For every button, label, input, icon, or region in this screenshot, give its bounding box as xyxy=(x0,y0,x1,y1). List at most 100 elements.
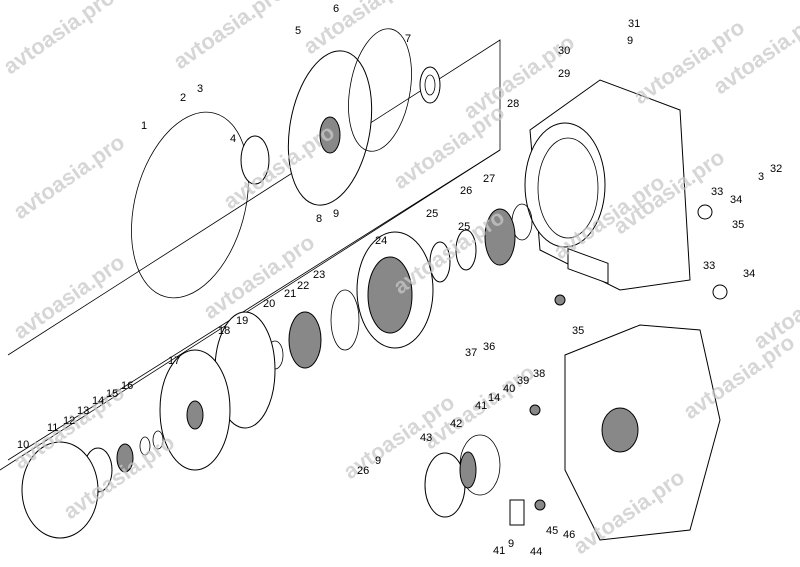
part-label-9: 9 xyxy=(375,455,381,467)
seal-7-inner xyxy=(424,74,436,96)
housing-bore xyxy=(524,122,606,248)
watermark-text: avtoasia.pro xyxy=(299,0,420,59)
ring-15 xyxy=(139,436,151,456)
ring-16 xyxy=(152,430,164,450)
lower-housing xyxy=(564,324,721,541)
part-label-1: 1 xyxy=(141,120,147,132)
shaft-43-spline xyxy=(459,451,477,489)
part-label-6: 6 xyxy=(333,3,339,15)
plate-4 xyxy=(240,135,270,185)
part-label-25: 25 xyxy=(426,208,438,220)
bearing-25a xyxy=(429,241,451,283)
part-label-30: 30 xyxy=(558,45,570,57)
part-label-16: 16 xyxy=(121,380,133,392)
bearing-25b xyxy=(455,229,477,271)
part-label-32: 32 xyxy=(770,163,782,175)
gear-26 xyxy=(484,208,516,266)
part-label-9: 9 xyxy=(508,538,514,550)
part-label-44: 44 xyxy=(530,546,542,558)
shaft-43 xyxy=(424,452,466,518)
part-label-8: 8 xyxy=(316,213,322,225)
part-label-5: 5 xyxy=(295,25,301,37)
part-label-31: 31 xyxy=(628,18,640,30)
part-label-39: 39 xyxy=(517,375,529,387)
part-label-4: 4 xyxy=(230,133,236,145)
part-label-9: 9 xyxy=(627,35,633,47)
part-label-24: 24 xyxy=(375,235,387,247)
part-label-9: 9 xyxy=(333,208,339,220)
part-label-19: 19 xyxy=(236,315,248,327)
axis-line xyxy=(0,149,501,471)
part-label-21: 21 xyxy=(284,288,296,300)
bearing-14 xyxy=(116,443,134,473)
part-label-25: 25 xyxy=(458,221,470,233)
part-label-34: 34 xyxy=(730,194,742,206)
part-label-26: 26 xyxy=(357,465,369,477)
lower-housing-bore xyxy=(601,407,639,453)
part-label-3: 3 xyxy=(197,83,203,95)
part-label-13: 13 xyxy=(77,405,89,417)
part-label-12: 12 xyxy=(63,415,75,427)
watermark-text: avtoasia.pro xyxy=(749,259,800,354)
part-label-20: 20 xyxy=(263,298,275,310)
spring-39 xyxy=(529,404,541,416)
bracket-44 xyxy=(509,499,525,526)
part-label-17: 17 xyxy=(168,355,180,367)
part-label-36: 36 xyxy=(483,341,495,353)
part-label-34: 34 xyxy=(743,268,755,280)
part-label-7: 7 xyxy=(405,33,411,45)
gasket-1 xyxy=(131,111,249,299)
watermark-text: avtoasia.pro xyxy=(9,129,130,224)
part-label-22: 22 xyxy=(297,280,309,292)
part-label-2: 2 xyxy=(180,92,186,104)
part-label-33: 33 xyxy=(703,260,715,272)
part-label-23: 23 xyxy=(313,269,325,281)
o-ring-6 xyxy=(348,28,412,152)
part-label-28: 28 xyxy=(507,98,519,110)
part-label-46: 46 xyxy=(563,529,575,541)
group-frame-upper xyxy=(7,39,501,461)
seal-7 xyxy=(419,66,441,104)
plate-23 xyxy=(330,289,360,351)
plug-34b xyxy=(712,284,728,300)
part-label-14: 14 xyxy=(488,392,500,404)
watermark-text: avtoasia.pro xyxy=(9,249,130,344)
watermark-text: avtoasia.pro xyxy=(0,0,119,79)
part-label-29: 29 xyxy=(558,68,570,80)
watermark-text: avtoasia.pro xyxy=(169,0,290,74)
part-label-18: 18 xyxy=(218,325,230,337)
spring-45 xyxy=(534,499,546,511)
watermark-text: avtoasia.pro xyxy=(629,14,750,109)
part-label-35: 35 xyxy=(572,325,584,337)
parts-drawing xyxy=(0,28,728,541)
pump-24-core xyxy=(367,256,413,334)
part-label-14: 14 xyxy=(92,395,104,407)
part-label-45: 45 xyxy=(546,525,558,537)
part-label-41: 41 xyxy=(475,400,487,412)
part-label-35: 35 xyxy=(732,219,744,231)
hub-5 xyxy=(319,116,341,154)
part-label-38: 38 xyxy=(533,368,545,380)
cover-30 xyxy=(567,248,609,284)
housing-bore-inner xyxy=(537,137,599,239)
part-label-43: 43 xyxy=(420,432,432,444)
gear-20 xyxy=(288,311,322,369)
disc-17-hub xyxy=(186,400,204,430)
part-label-41: 41 xyxy=(493,545,505,557)
fitting-35 xyxy=(554,294,566,306)
plug-34a xyxy=(697,204,713,220)
part-label-10: 10 xyxy=(17,439,29,451)
part-label-26: 26 xyxy=(460,185,472,197)
cover-10 xyxy=(21,441,99,539)
part-label-42: 42 xyxy=(450,418,462,430)
part-label-27: 27 xyxy=(483,173,495,185)
part-label-33: 33 xyxy=(711,186,723,198)
part-label-11: 11 xyxy=(47,422,58,434)
watermark-text: avtoasia.pro xyxy=(199,229,320,324)
part-label-40: 40 xyxy=(503,383,515,395)
part-label-37: 37 xyxy=(465,347,477,359)
part-label-3: 3 xyxy=(758,171,764,183)
